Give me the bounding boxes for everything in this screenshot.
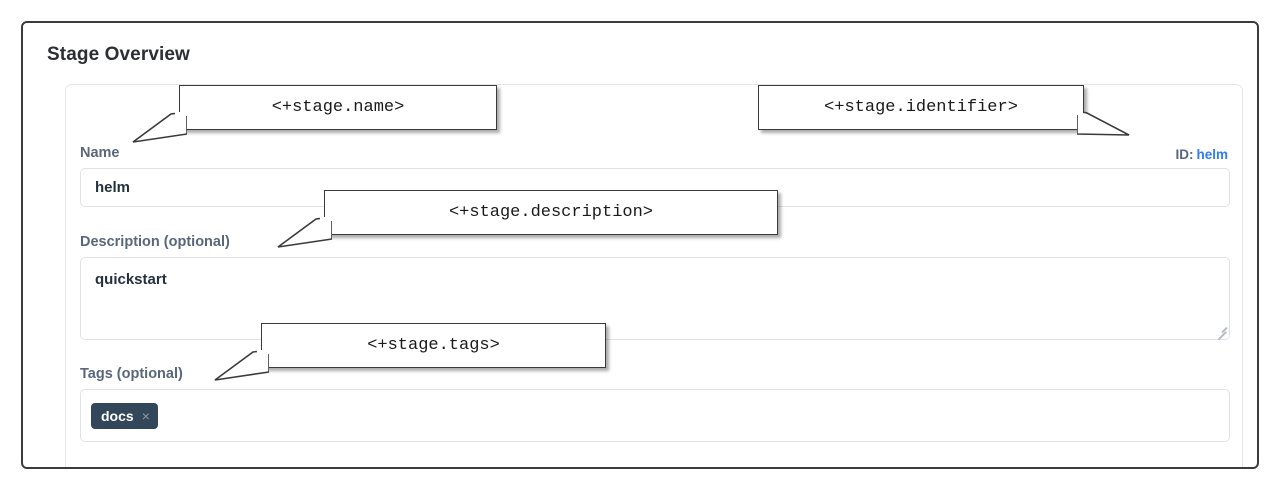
tag-chip-docs[interactable]: docs ×	[91, 402, 158, 429]
callout-tail-icon	[1076, 110, 1139, 145]
callout-stage-name-text: <+stage.name>	[271, 98, 405, 117]
tags-field-label: Tags (optional)	[80, 366, 183, 382]
description-textarea-value: quickstart	[95, 271, 167, 288]
callout-stage-name: <+stage.name>	[132, 85, 497, 143]
resize-handle-icon[interactable]	[1213, 323, 1227, 341]
stage-overview-card: ID:helm Name helm Description (optional)…	[65, 84, 1243, 467]
callout-stage-description: <+stage.description>	[277, 190, 778, 248]
callout-stage-identifier-text: <+stage.identifier>	[824, 98, 1018, 117]
tag-remove-icon[interactable]: ×	[141, 407, 150, 424]
page-title: Stage Overview	[47, 44, 190, 65]
callout-stage-tags: <+stage.tags>	[214, 323, 606, 381]
tags-input[interactable]: docs ×	[80, 389, 1230, 442]
callout-tail-icon	[131, 111, 189, 146]
stage-identifier-value[interactable]: helm	[1196, 147, 1228, 162]
callout-tail-icon	[213, 349, 271, 384]
callout-tail-icon	[276, 216, 334, 251]
description-textarea[interactable]: quickstart	[80, 257, 1230, 341]
callout-stage-identifier: <+stage.identifier>	[758, 85, 1130, 136]
name-field-label: Name	[80, 145, 120, 161]
name-input-value: helm	[95, 179, 131, 196]
description-field-label: Description (optional)	[80, 234, 230, 250]
callout-stage-description-text: <+stage.description>	[448, 203, 654, 222]
tag-chip-label: docs	[101, 407, 134, 424]
stage-identifier-label: ID:	[1175, 147, 1194, 162]
screenshot-frame: Stage Overview ID:helm Name helm Descrip…	[21, 21, 1259, 469]
stage-identifier: ID:helm	[1175, 147, 1228, 162]
callout-stage-tags-text: <+stage.tags>	[367, 336, 500, 355]
